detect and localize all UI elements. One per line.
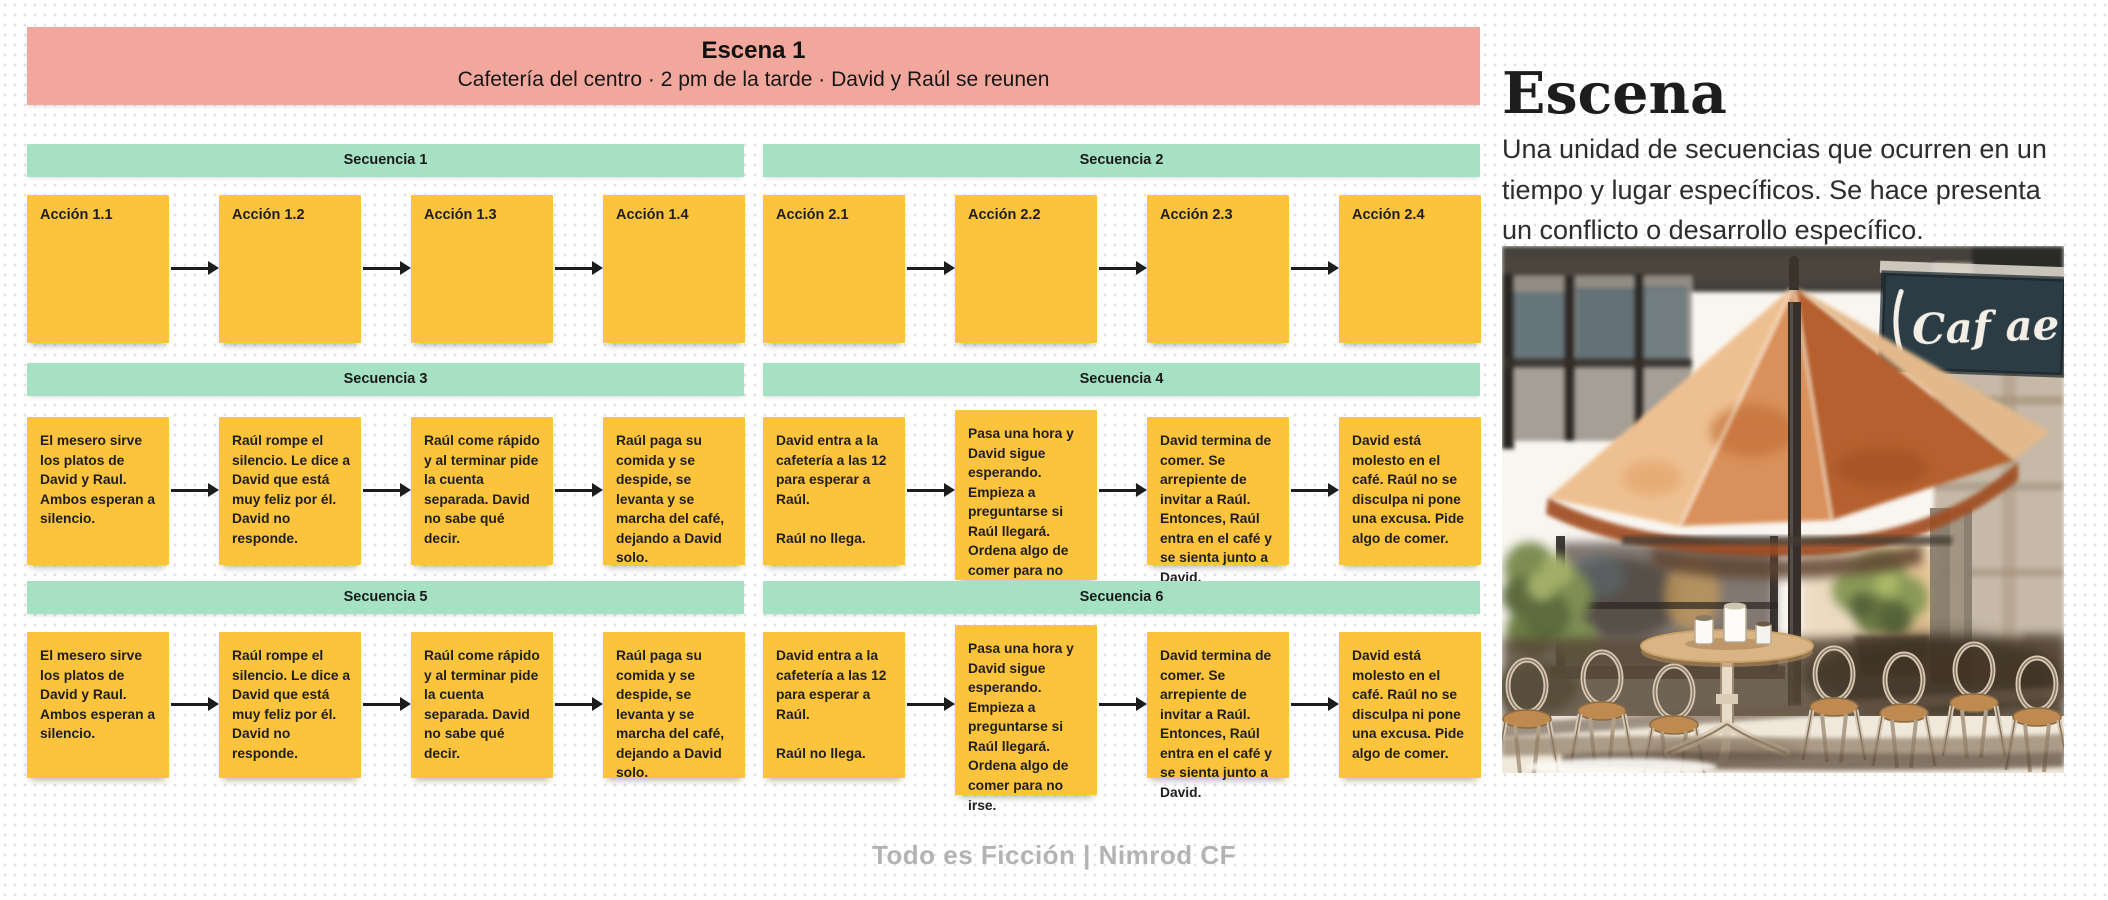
note-text: Acción 2.4: [1352, 207, 1425, 223]
sticky-note-3-2[interactable]: Raúl rompe el silencio. Le dice a David …: [219, 417, 361, 565]
scene-banner[interactable]: Escena 1 Cafetería del centro · 2 pm de …: [27, 27, 1480, 105]
note-text: Pasa una hora y David sigue esperando. E…: [968, 641, 1074, 813]
sequence-header-1[interactable]: Secuencia 1: [27, 144, 744, 177]
note-text: David termina de comer. Se arrepiente de…: [1160, 648, 1272, 801]
note-text: Pasa una hora y David sigue esperando. E…: [968, 426, 1074, 598]
sticky-note-3-4[interactable]: Raúl paga su comida y se despide, se lev…: [603, 417, 745, 565]
note-text: Acción 1.3: [424, 207, 497, 223]
sticky-note-4-1[interactable]: David entra a la cafetería a las 12 para…: [763, 417, 905, 565]
sticky-note-1-3[interactable]: Acción 1.3: [411, 195, 553, 343]
sticky-note-2-4[interactable]: Acción 2.4: [1339, 195, 1481, 343]
sticky-note-2-2[interactable]: Acción 2.2: [955, 195, 1097, 343]
panel-description: Una unidad de secuencias que ocurren en …: [1502, 134, 2047, 245]
sticky-note-5-1[interactable]: El mesero sirve los platos de David y Ra…: [27, 632, 169, 778]
sequence-label: Secuencia 3: [343, 371, 428, 387]
connector-arrow[interactable]: [907, 261, 955, 275]
connector-arrow[interactable]: [1291, 261, 1339, 275]
sequence-header-6[interactable]: Secuencia 6: [763, 581, 1480, 614]
sticky-note-3-1[interactable]: El mesero sirve los platos de David y Ra…: [27, 417, 169, 565]
sticky-note-4-2[interactable]: Pasa una hora y David sigue esperando. E…: [955, 410, 1097, 598]
pole-highlight: [1790, 302, 1793, 706]
note-text: Acción 2.1: [776, 207, 849, 223]
scene-subtitle: Cafetería del centro · 2 pm de la tarde …: [457, 68, 1050, 91]
sticky-note-1-2[interactable]: Acción 1.2: [219, 195, 361, 343]
sticky-note-6-2[interactable]: Pasa una hora y David sigue esperando. E…: [955, 625, 1097, 813]
connector-arrow[interactable]: [1099, 261, 1147, 275]
sticky-note-5-2[interactable]: Raúl rompe el silencio. Le dice a David …: [219, 632, 361, 778]
connector-arrow[interactable]: [907, 483, 955, 497]
connector-arrow[interactable]: [171, 697, 219, 711]
sequence-header-3[interactable]: Secuencia 3: [27, 363, 744, 396]
connector-arrow[interactable]: [363, 483, 411, 497]
note-text: Acción 2.3: [1160, 207, 1233, 223]
sequence-label: Secuencia 2: [1079, 152, 1164, 168]
sequence-label: Secuencia 4: [1079, 371, 1164, 387]
sticky-note-5-3[interactable]: Raúl come rápido y al terminar pide la c…: [411, 632, 553, 778]
note-text: Raúl rompe el silencio. Le dice a David …: [232, 648, 351, 761]
connector-arrow[interactable]: [1099, 483, 1147, 497]
connector-arrow[interactable]: [1099, 697, 1147, 711]
sequence-label: Secuencia 6: [1079, 589, 1164, 605]
sticky-note-6-1[interactable]: David entra a la cafetería a las 12 para…: [763, 632, 905, 778]
connector-arrow[interactable]: [555, 483, 603, 497]
sticky-note-1-4[interactable]: Acción 1.4: [603, 195, 745, 343]
note-text: Acción 1.4: [616, 207, 689, 223]
cafe-sign-text: Caf ae: [1911, 300, 2060, 354]
connector-arrow[interactable]: [363, 261, 411, 275]
connector-arrow[interactable]: [555, 697, 603, 711]
sticky-note-5-4[interactable]: Raúl paga su comida y se despide, se lev…: [603, 632, 745, 780]
connector-arrow[interactable]: [363, 697, 411, 711]
sticky-note-6-3[interactable]: David termina de comer. Se arrepiente de…: [1147, 632, 1289, 800]
connector-arrow[interactable]: [171, 261, 219, 275]
sticky-note-6-4[interactable]: David está molesto en el café. Raúl no s…: [1339, 632, 1481, 778]
note-text: David entra a la cafetería a las 12 para…: [776, 433, 887, 546]
sequence-label: Secuencia 5: [343, 589, 428, 605]
note-text: Raúl come rápido y al terminar pide la c…: [424, 648, 540, 761]
connector-arrow[interactable]: [555, 261, 603, 275]
connector-arrow[interactable]: [171, 483, 219, 497]
sticky-note-2-1[interactable]: Acción 2.1: [763, 195, 905, 343]
note-text: Raúl paga su comida y se despide, se lev…: [616, 433, 725, 566]
note-text: Acción 1.1: [40, 207, 113, 223]
note-text: El mesero sirve los platos de David y Ra…: [40, 433, 156, 527]
note-text: Acción 1.2: [232, 207, 305, 223]
sticky-note-4-3[interactable]: David termina de comer. Se arrepiente de…: [1147, 417, 1289, 585]
scene-title: Escena 1: [701, 37, 806, 64]
note-text: David entra a la cafetería a las 12 para…: [776, 648, 887, 761]
sticky-note-3-3[interactable]: Raúl come rápido y al terminar pide la c…: [411, 417, 553, 565]
note-text: Raúl paga su comida y se despide, se lev…: [616, 648, 725, 781]
note-text: David termina de comer. Se arrepiente de…: [1160, 433, 1272, 586]
connector-arrow[interactable]: [1291, 483, 1339, 497]
cafe-sign: Caf ae: [1877, 260, 2064, 378]
note-text: El mesero sirve los platos de David y Ra…: [40, 648, 156, 742]
sequence-header-5[interactable]: Secuencia 5: [27, 581, 744, 614]
awning-beam: [1622, 536, 1952, 545]
cafe-watercolor-image[interactable]: Caf ae: [1502, 246, 2064, 773]
sequence-label: Secuencia 1: [343, 152, 428, 168]
sticky-note-2-3[interactable]: Acción 2.3: [1147, 195, 1289, 343]
note-text: David está molesto en el café. Raúl no s…: [1352, 433, 1464, 546]
connector-arrow[interactable]: [907, 697, 955, 711]
watermark-credit: Todo es Ficción | Nimrod CF: [871, 840, 1237, 870]
note-text: Acción 2.2: [968, 207, 1041, 223]
sequence-header-4[interactable]: Secuencia 4: [763, 363, 1480, 396]
foreground-washes: [1502, 734, 2064, 773]
sequence-header-2[interactable]: Secuencia 2: [763, 144, 1480, 177]
sticky-note-1-1[interactable]: Acción 1.1: [27, 195, 169, 343]
sticky-note-4-4[interactable]: David está molesto en el café. Raúl no s…: [1339, 417, 1481, 565]
connector-arrow[interactable]: [1291, 697, 1339, 711]
note-text: Raúl rompe el silencio. Le dice a David …: [232, 433, 351, 546]
note-text: David está molesto en el café. Raúl no s…: [1352, 648, 1464, 761]
panel-title: Escena: [1502, 60, 1727, 128]
note-text: Raúl come rápido y al terminar pide la c…: [424, 433, 540, 546]
